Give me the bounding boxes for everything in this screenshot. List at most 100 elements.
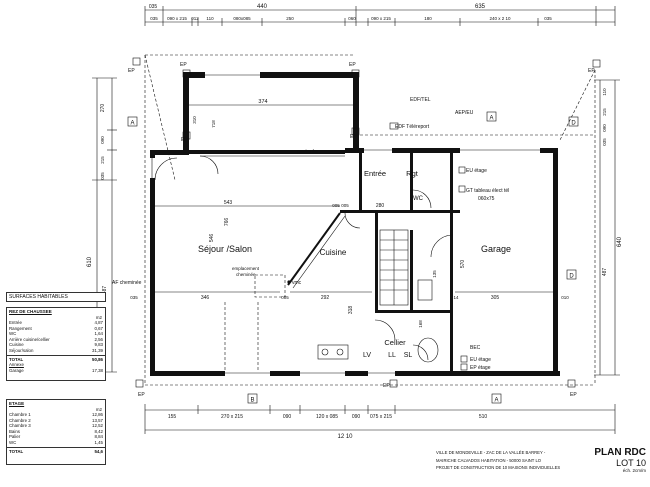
- ep-label-3: EP: [349, 62, 356, 68]
- dim-top2-7: 060: [348, 16, 356, 21]
- ep-label-9: EP: [570, 392, 577, 398]
- etage-unit: m2: [95, 407, 102, 412]
- rez-row-label: Rangement: [9, 325, 32, 331]
- dim-bottom-7: 510: [479, 414, 488, 420]
- dim-top2-11: 035: [544, 16, 552, 21]
- inner-dim-346: 346: [201, 295, 210, 301]
- dim-bottom-1: 155: [168, 414, 177, 420]
- marker-d-1: D: [571, 121, 576, 127]
- ep-markers: EP EP EP EP EP EP EP EP EP: [128, 57, 601, 398]
- inner-dim-14: 14: [453, 295, 459, 300]
- rez-row: WC 1,64: [7, 331, 105, 337]
- inner-dim-280: 280: [376, 203, 385, 209]
- inner-dim-005b: 005: [281, 295, 289, 300]
- dim-bottom-3: 090: [283, 414, 292, 420]
- inner-dim-168: 168: [418, 320, 423, 328]
- dim-right-6: 487: [602, 268, 608, 277]
- dim-bottom-2: 270 x 215: [221, 414, 243, 420]
- inner-dim-546: 546: [209, 234, 215, 243]
- ep-label-7: EP: [138, 392, 145, 398]
- title-line-2: MAIRICHE CALVADOS HABITATION - 50000 SAI…: [436, 457, 542, 463]
- door-arcs: [154, 155, 454, 361]
- dim-top2-5: 080x085: [233, 16, 251, 21]
- rez-row-label: WC: [9, 331, 17, 337]
- marker-a-3: A: [494, 398, 498, 404]
- rez-row-value: 9,83: [94, 342, 103, 348]
- title-line-3: PROJET DE CONSTRUCTION DE 10 MAISONS IND…: [436, 465, 561, 470]
- dim-top2-4: 110: [206, 16, 214, 21]
- note-emplacement: emplacement: [232, 266, 260, 271]
- plan-title: PLAN RDC: [594, 447, 646, 458]
- dim-top2-9: 180: [424, 16, 432, 21]
- etage-row-value: 13,57: [92, 417, 103, 423]
- etage-row-label: Chambre 1: [9, 412, 31, 417]
- dim-left-1: 270: [100, 104, 106, 113]
- rez-row-value: 2,56: [94, 336, 103, 342]
- dim-top2-10: 240 x 2 10: [489, 16, 511, 21]
- ep-label-1: EP: [128, 68, 135, 74]
- dim-left-4: 035: [100, 172, 105, 180]
- marker-d-2: D: [569, 274, 574, 280]
- note-edf-teleport: EDF Téléreport: [395, 124, 430, 130]
- inner-dimensions: 374 543 546 766 005 280 346 005 292 318 …: [130, 99, 569, 328]
- inner-dim-035: 035: [130, 295, 138, 300]
- room-label-garage: Garage: [481, 244, 511, 254]
- dim-bottom-4: 120 x 085: [316, 414, 338, 420]
- dim-top2-2: 090 x 215: [167, 16, 187, 21]
- rez-row-value: 4,87: [94, 320, 103, 325]
- inner-dim-310: 310: [192, 116, 197, 124]
- dim-top2-8: 090 x 215: [371, 16, 391, 21]
- kitchen-partition: [224, 212, 346, 370]
- dim-bottom-total: 12 10: [337, 434, 353, 440]
- rez-total-label: TOTAL: [9, 356, 24, 362]
- rez-row-label: Cuisine: [9, 342, 24, 348]
- inner-dim-305: 305: [491, 295, 500, 301]
- note-eu-etage-2: EU étage: [470, 357, 491, 363]
- etage-total-label: TOTAL: [9, 448, 24, 454]
- rez-row: Cuisine 9,83: [7, 342, 105, 348]
- marker-a-1: A: [130, 121, 134, 127]
- note-eu-etage: EU étage: [466, 168, 487, 174]
- rez-row-label: Séjour/salon: [9, 347, 34, 353]
- title-line-1: VILLE DE MONDEVILLE - ZAC DE LA VALLÉE B…: [436, 450, 546, 455]
- note-af-cheminee: AF cheminée: [112, 280, 142, 286]
- inner-dim-292: 292: [321, 295, 330, 301]
- inner-dim-010: 010: [561, 295, 569, 300]
- inner-dim-718: 718: [211, 120, 216, 128]
- top-dimension-lines: 035 440 635 035 090 x 215 012 110 080x08…: [144, 4, 616, 26]
- marker-a-2: A: [489, 116, 493, 122]
- dim-top-3: 635: [475, 4, 486, 10]
- title-block: VILLE DE MONDEVILLE - ZAC DE LA VALLÉE B…: [436, 447, 646, 485]
- etage-row-label: Palier: [9, 434, 21, 440]
- dim-left-3: 215: [100, 156, 105, 164]
- ep-label-4: EP: [181, 137, 188, 143]
- rez-row-value: 1,64: [94, 331, 103, 337]
- dim-right-5: 640: [617, 236, 623, 247]
- inner-dim-374: 374: [258, 99, 267, 105]
- etage-row-label: WC: [9, 439, 17, 445]
- etage-total-value: 54,6: [94, 448, 103, 454]
- label-lv: LV: [363, 352, 371, 359]
- roof-outline: [144, 54, 596, 386]
- annexe-label: Annexe: [7, 362, 105, 368]
- rez-total-value: 50,86: [92, 356, 103, 362]
- room-label-entree: Entrée: [364, 169, 386, 178]
- etage-row-label: Chambre 3: [9, 423, 31, 429]
- dim-top2-6: 250: [286, 16, 294, 21]
- window-openings: [149, 71, 540, 377]
- dim-right-1: 110: [602, 88, 607, 96]
- label-sl: SL: [404, 352, 413, 359]
- inner-dim-543: 543: [224, 200, 233, 206]
- dim-right-3: 090: [602, 124, 607, 132]
- right-dimension-lines: 110 215 090 035 640 487: [594, 79, 623, 376]
